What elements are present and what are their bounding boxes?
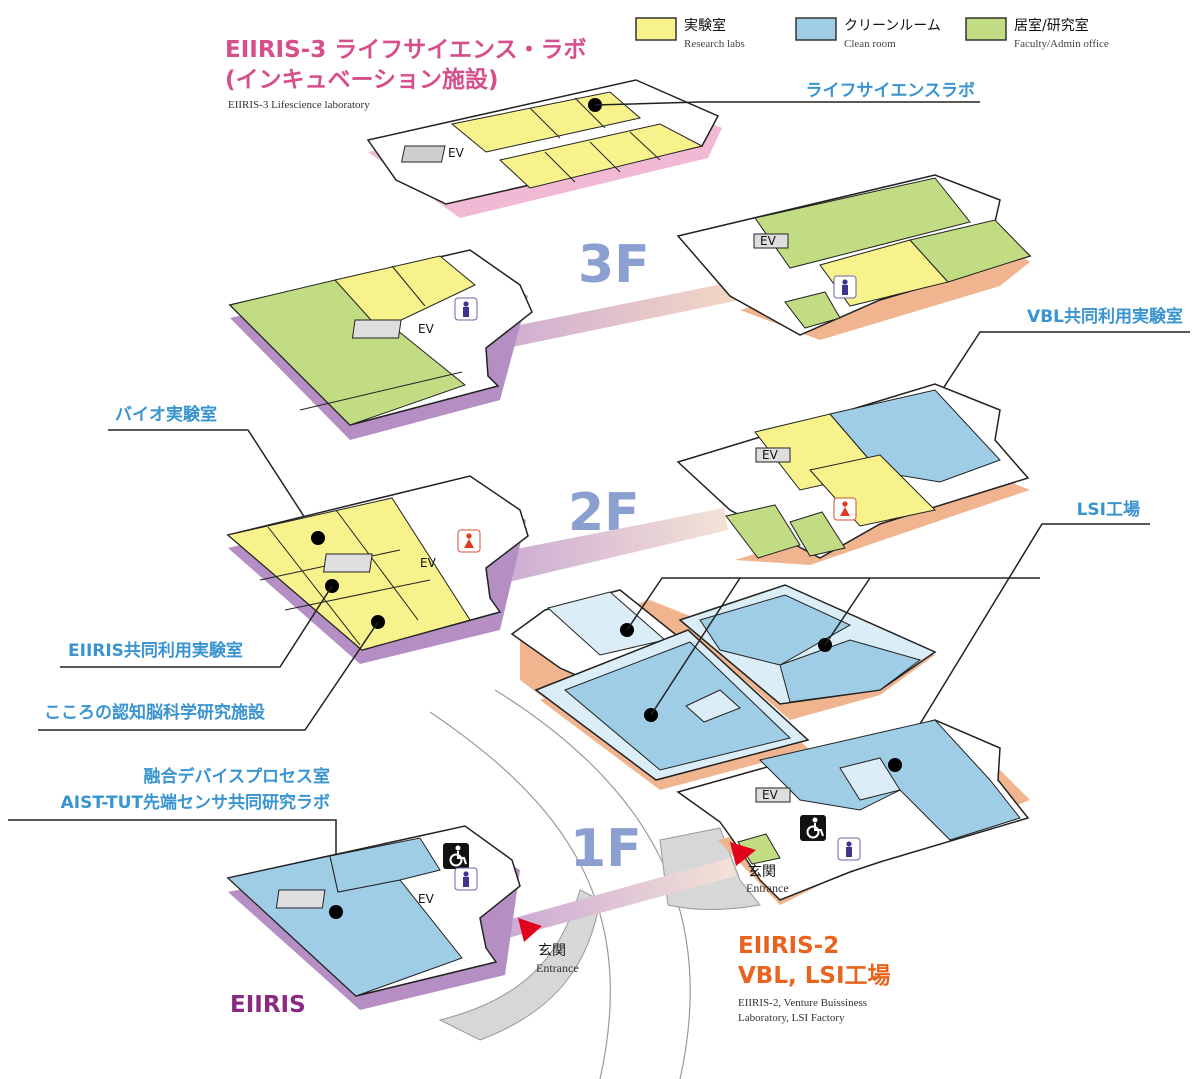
callout-dot (311, 531, 325, 545)
callout-line (650, 577, 741, 716)
bridge-3f (470, 282, 740, 354)
restroom-man-icon (454, 297, 478, 321)
callout-vbl-lab: VBL共同利用実験室 (1027, 306, 1183, 327)
legend-lab-label: 実験室 (684, 17, 726, 34)
entrance-arrow-icon (518, 918, 542, 942)
ev-label: EV (418, 892, 435, 906)
eiiris2-sub-line1: EIIRIS-2, Venture Buissiness (738, 997, 867, 1009)
restroom-woman-icon (457, 529, 481, 553)
legend-office-label: 居室/研究室 (1014, 17, 1089, 34)
callout-bio-lab: バイオ実験室 (115, 404, 217, 425)
entrance-arrow-icon (730, 842, 756, 866)
eiiris2-1f: EV (676, 719, 1030, 905)
restroom-man-icon (454, 867, 478, 891)
eiiris2-title-line2: VBL, LSI工場 (738, 963, 891, 989)
eiiris-title: EIIRIS (230, 992, 306, 1018)
entrance-label-en: Entrance (746, 881, 789, 895)
lsi-cleanroom-lower (534, 629, 810, 790)
legend-clean-label: クリーンルーム (844, 18, 941, 34)
callout-device-line1: 融合デバイスプロセス室 (144, 766, 331, 787)
callout-lifescience-lab: ライフサイエンスラボ (806, 81, 976, 101)
bridge-2f (486, 508, 728, 585)
callout-line (594, 101, 980, 106)
entrance-label-jp: 玄関 (748, 863, 776, 880)
eiiris3-subtitle: EIIRIS-3 Lifescience laboratory (228, 99, 370, 111)
legend-item-office: 居室/研究室 Faculty/Admin office (965, 17, 1109, 50)
legend-item-lab: 実験室 Research labs (635, 17, 745, 50)
callout-line (626, 577, 1040, 631)
ev-label: EV (418, 322, 435, 336)
callout-line (38, 621, 379, 731)
legend-item-clean: クリーンルーム Clean room (795, 17, 941, 50)
callout-eiiris-lab: EIIRIS共同利用実験室 (68, 640, 243, 661)
floor-label-1f: 1F (570, 819, 642, 879)
ev-label: EV (448, 146, 465, 160)
eiiris-2f: EV (226, 475, 529, 664)
floor-label-3f: 3F (578, 235, 650, 295)
eiiris-1f: EV (226, 825, 521, 1010)
ev-label: EV (762, 448, 779, 462)
road (429, 689, 691, 1079)
legend-lab-sub: Research labs (684, 38, 745, 50)
eiiris2-sub-line2: Laboratory, LSI Factory (738, 1012, 845, 1024)
restroom-woman-icon (833, 497, 857, 521)
wheelchair-icon (800, 815, 826, 841)
eiiris2-title-line1: EIIRIS-2 (738, 933, 839, 959)
restroom-man-icon (833, 275, 857, 299)
callout-line (824, 577, 871, 646)
callout-dot (329, 905, 343, 919)
eiiris-3f: EV (228, 249, 533, 440)
eiiris3-title-line1: EIIRIS-3 ライフサイエンス・ラボ (225, 37, 587, 63)
ev-label: EV (760, 234, 777, 248)
eiiris2-2f: EV (676, 383, 1030, 565)
callout-lsi-factory: LSI工場 (1077, 500, 1140, 520)
callout-line (894, 523, 1150, 766)
bridge-1f (500, 858, 736, 938)
callout-kokoro: こころの認知脳科学研究施設 (44, 702, 266, 723)
callout-dot (888, 758, 902, 772)
restroom-man-icon (837, 837, 861, 861)
legend-clean-sub: Clean room (844, 38, 896, 50)
callout-device-line2: AIST-TUT先端センサ共同研究ラボ (61, 792, 330, 813)
ev-label: EV (762, 788, 779, 802)
ev-label: EV (420, 556, 437, 570)
entrance-label-jp: 玄関 (538, 942, 566, 959)
wheelchair-icon (443, 843, 469, 869)
callout-line (108, 429, 319, 539)
eiiris3-building: EV (366, 79, 722, 218)
legend-office-sub: Faculty/Admin office (1014, 38, 1109, 50)
entrance-label-en: Entrance (536, 961, 579, 975)
eiiris3-title-line2: (インキュベーション施設) (225, 66, 499, 93)
callout-line (60, 585, 333, 668)
legend: 実験室 Research labs クリーンルーム Clean room 居室/… (635, 17, 1109, 50)
eiiris2-3f: EV (676, 174, 1032, 340)
